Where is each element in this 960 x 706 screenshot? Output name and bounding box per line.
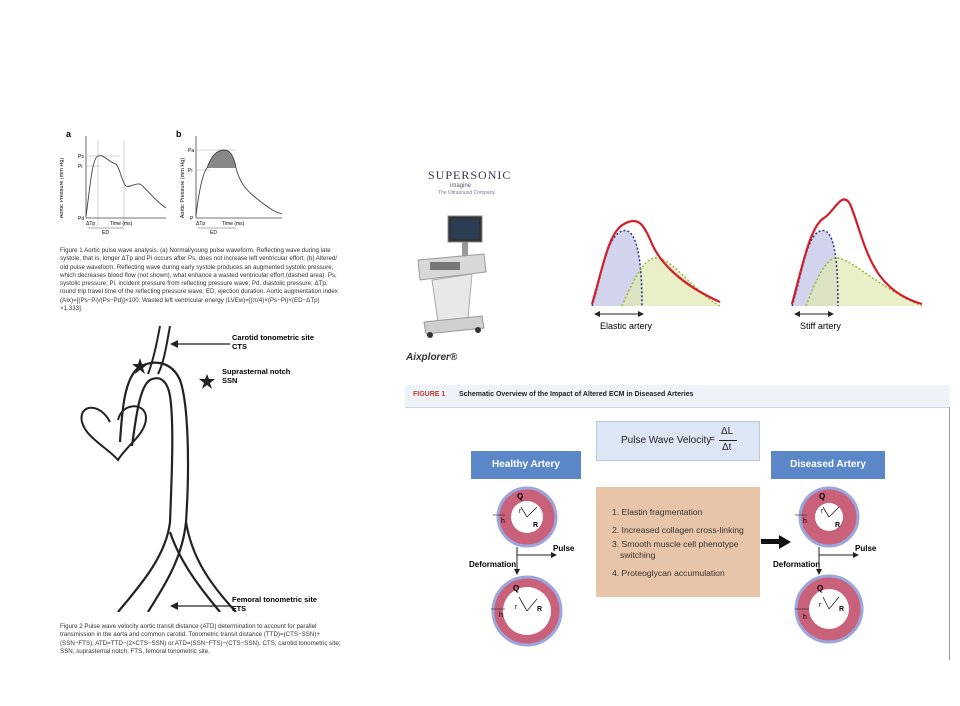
healthy-deformation-label: Deformation bbox=[469, 560, 516, 569]
healthy-h2-label: h bbox=[499, 612, 503, 619]
ecm-figure-title: Schematic Overview of the Impact of Alte… bbox=[459, 391, 694, 398]
diseased-R2-label: R bbox=[839, 606, 844, 613]
diseased-h-label: h bbox=[803, 518, 807, 525]
diseased-R-label: R bbox=[835, 522, 840, 529]
healthy-R2-label: R bbox=[537, 606, 542, 613]
panel-b-ylabel: Aortic Pressure (mm Hg) bbox=[180, 158, 186, 219]
panel-a-letter: a bbox=[66, 129, 72, 139]
aixplorer-machine-image bbox=[412, 214, 490, 340]
supersonic-logo-sub: imagine bbox=[450, 183, 472, 189]
femoral-site-label: Femoral tonometric site bbox=[232, 595, 317, 604]
ecm-item-2: 2. Increased collagen cross-linking bbox=[612, 525, 744, 535]
label-ed-a: ED bbox=[102, 230, 109, 236]
diseased-q2-label: Q bbox=[817, 584, 823, 593]
femoral-site-abbr: FTS bbox=[232, 604, 246, 612]
label-ps: Ps bbox=[78, 154, 84, 160]
ecm-figure-right-border bbox=[949, 407, 950, 660]
diseased-deformation-label: Deformation bbox=[773, 560, 820, 569]
label-pd: Pd bbox=[78, 216, 84, 222]
ecm-figure-number: FIGURE 1 bbox=[413, 391, 446, 398]
diseased-pulse-label: Pulse bbox=[855, 544, 877, 553]
pwv-denominator: Δt bbox=[722, 442, 732, 453]
diseased-q-label: Q bbox=[819, 492, 825, 501]
figure1-caption: Figure 1 Aortic pulse wave analysis. (a)… bbox=[60, 247, 338, 313]
ssn-star-diagram bbox=[132, 358, 148, 374]
healthy-r2-label: r bbox=[515, 604, 518, 611]
figure2-caption: Figure 2 Pulse wave velocity aortic tran… bbox=[60, 623, 341, 655]
supersonic-logo: SUPERSONIC imagine The Ultrasound Compan… bbox=[428, 168, 528, 204]
diseased-r-label: r bbox=[821, 508, 824, 515]
ssn-abbr: SSN bbox=[222, 376, 237, 385]
diseased-artery-diagram: Q r R h Pulse Deformation Q r R h bbox=[773, 486, 877, 644]
transition-arrow-icon bbox=[761, 535, 791, 549]
pwv-formula-box: Pulse Wave Velocity = ΔL Δt bbox=[596, 421, 760, 461]
stiff-artery-label: Stiff artery bbox=[800, 321, 841, 331]
label-pi: Pi bbox=[78, 164, 82, 170]
label-pa: Pa bbox=[188, 148, 194, 154]
ecm-item-4: 4. Proteoglycan accumulation bbox=[612, 568, 725, 578]
diseased-h2-label: h bbox=[803, 614, 807, 621]
ssn-star-legend bbox=[199, 374, 215, 389]
healthy-pulse-label: Pulse bbox=[553, 544, 575, 553]
ecm-item-3-cont: switching bbox=[620, 550, 656, 560]
ssn-label: Suprasternal notch bbox=[222, 367, 291, 376]
carotid-site-label: Carotid tonometric site bbox=[232, 333, 314, 342]
diseased-r2-label: r bbox=[819, 602, 822, 609]
label-dtp-b: ΔTp bbox=[196, 221, 205, 227]
ecm-figure: FIGURE 1 Schematic Overview of the Impac… bbox=[405, 385, 950, 660]
pwv-equals: = bbox=[709, 434, 715, 445]
supersonic-logo-tag: The Ultrasound Company bbox=[438, 190, 495, 196]
healthy-q-label: Q bbox=[517, 492, 523, 501]
aixplorer-label: Aixplorer® bbox=[406, 352, 458, 363]
figure1-waveform-charts: a Aortic Pressure (mm Hg) Ps Pi Pd Time … bbox=[59, 129, 283, 236]
diseased-artery-header: Diseased Artery bbox=[771, 451, 885, 479]
healthy-r-label: r bbox=[519, 508, 522, 515]
healthy-R-label: R bbox=[533, 522, 538, 529]
aorta-diagram: Carotid tonometric site CTS Suprasternal… bbox=[80, 325, 317, 613]
elastic-artery-label: Elastic artery bbox=[600, 321, 653, 331]
panel-b-letter: b bbox=[176, 129, 182, 139]
ecm-item-1: 1. Elastin fragmentation bbox=[612, 507, 703, 517]
label-xaxis-b: Time (ms) bbox=[222, 221, 245, 227]
label-p: P bbox=[190, 216, 194, 222]
waveform-panel: Elastic artery Stiff artery bbox=[580, 192, 946, 340]
figure1-panel: a Aortic Pressure (mm Hg) Ps Pi Pd Time … bbox=[59, 128, 342, 318]
ecm-figure-header: FIGURE 1 Schematic Overview of the Impac… bbox=[405, 385, 950, 408]
ecm-item-3: 3. Smooth muscle cell phenotype bbox=[612, 539, 739, 549]
heart-shape bbox=[80, 405, 148, 462]
healthy-h-label: h bbox=[501, 518, 505, 525]
ecm-changes-box: 1. Elastin fragmentation 2. Increased co… bbox=[596, 487, 760, 597]
label-ed-b: ED bbox=[210, 230, 217, 236]
pwv-fraction-bar bbox=[719, 440, 737, 441]
label-xaxis-a: Time (ms) bbox=[110, 221, 133, 227]
healthy-q2-label: Q bbox=[513, 584, 519, 593]
waveform-svg: Elastic artery Stiff artery bbox=[590, 198, 923, 331]
label-pi-b: Pi bbox=[188, 168, 192, 174]
carotid-site-abbr: CTS bbox=[232, 342, 247, 351]
supersonic-logo-text: SUPERSONIC bbox=[428, 168, 512, 182]
healthy-artery-header: Healthy Artery bbox=[471, 451, 581, 479]
pwv-label: Pulse Wave Velocity bbox=[621, 435, 712, 446]
panel-a-ylabel: Aortic Pressure (mm Hg) bbox=[60, 158, 65, 219]
pwv-numerator: ΔL bbox=[721, 426, 734, 437]
label-dtp-a: ΔTp bbox=[86, 221, 95, 227]
healthy-artery-diagram: Q r R h Pulse Deformation Q r R h bbox=[469, 486, 575, 647]
figure2-panel: Carotid tonometric site CTS Suprasternal… bbox=[60, 322, 342, 662]
